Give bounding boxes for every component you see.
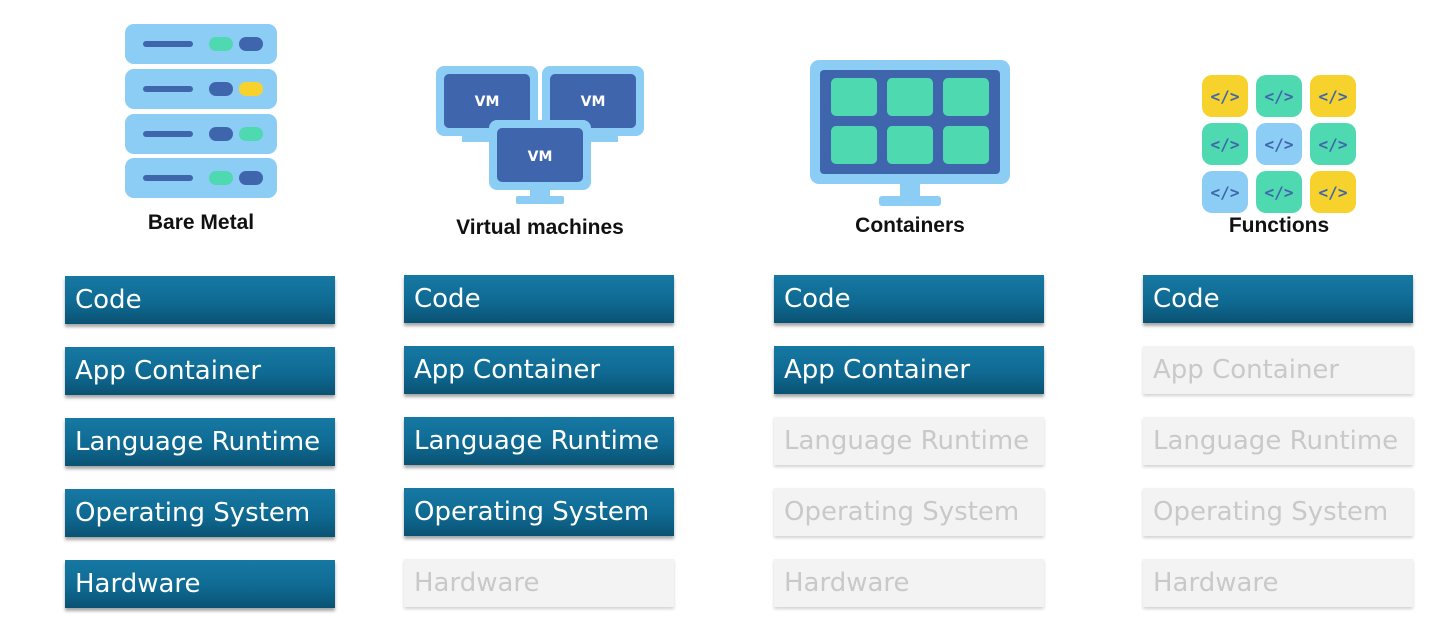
code-symbol: </> (1319, 87, 1348, 106)
vm-label-right: VM (581, 94, 606, 110)
column-bare-metal: Bare Metal Code App Container Language R… (65, 0, 337, 642)
layer-app-container: App Container (774, 346, 1044, 394)
vm-label-left: VM (475, 94, 500, 110)
code-symbol: </> (1211, 183, 1240, 202)
layer-code: Code (1143, 275, 1413, 323)
code-symbol: </> (1265, 135, 1294, 154)
layer-language-runtime: Language Runtime (65, 418, 335, 466)
column-virtual-machines: VM VM VM Virtual machines Code App Conta… (404, 0, 676, 642)
layer-operating-system: Operating System (404, 488, 674, 536)
code-symbol: </> (1319, 183, 1348, 202)
vm-label-front: VM (528, 149, 553, 165)
code-symbol: </> (1265, 87, 1294, 106)
layer-app-container: App Container (65, 347, 335, 395)
code-symbol: </> (1211, 87, 1240, 106)
layer-operating-system: Operating System (65, 489, 335, 537)
functions-code-grid-icon: </> </> </> </> </> </> </> </> </> (1143, 73, 1415, 215)
column-containers: Containers Code App Container Language R… (774, 0, 1046, 642)
code-symbol: </> (1265, 183, 1294, 202)
caption-containers: Containers (855, 214, 965, 237)
layer-hardware: Hardware (65, 560, 335, 608)
layer-language-runtime: Language Runtime (404, 417, 674, 465)
layer-app-container: App Container (1143, 346, 1413, 394)
layer-operating-system: Operating System (1143, 488, 1413, 536)
caption-bare-metal: Bare Metal (147, 211, 255, 234)
layer-hardware: Hardware (1143, 559, 1413, 607)
column-functions: </> </> </> </> </> </> </> </> </> Func… (1143, 0, 1415, 642)
layer-code: Code (65, 276, 335, 324)
server-rack-icon (65, 22, 337, 198)
code-symbol: </> (1319, 135, 1348, 154)
layer-hardware: Hardware (774, 559, 1044, 607)
layer-language-runtime: Language Runtime (1143, 417, 1413, 465)
layer-language-runtime: Language Runtime (774, 417, 1044, 465)
layer-hardware: Hardware (404, 559, 674, 607)
layer-code: Code (774, 275, 1044, 323)
containers-monitor-icon (774, 59, 1046, 209)
virtual-machines-icon: VM VM VM (404, 64, 676, 208)
layer-operating-system: Operating System (774, 488, 1044, 536)
layer-app-container: App Container (404, 346, 674, 394)
layer-code: Code (404, 275, 674, 323)
caption-virtual-machines: Virtual machines (456, 216, 624, 239)
code-symbol: </> (1211, 135, 1240, 154)
caption-functions: Functions (1228, 214, 1330, 237)
